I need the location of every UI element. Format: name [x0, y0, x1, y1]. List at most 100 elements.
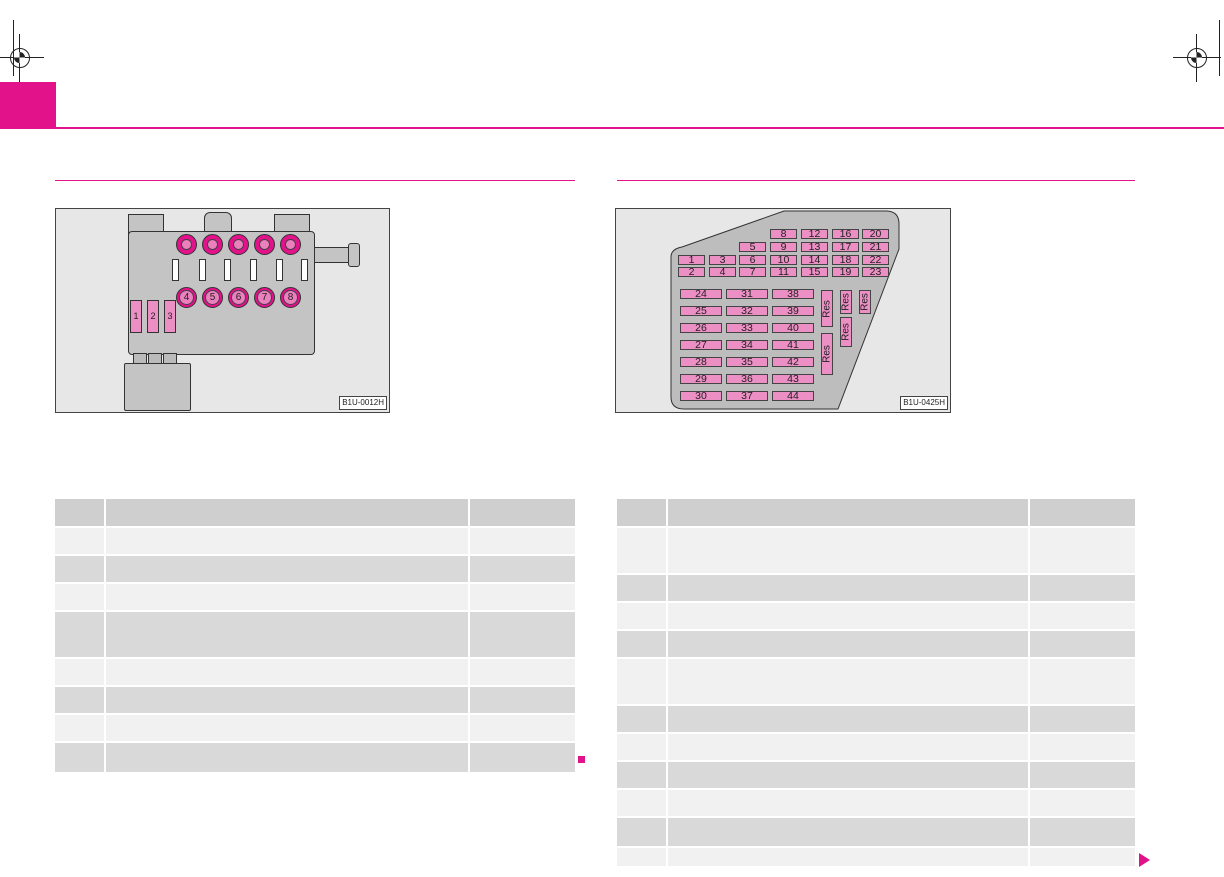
table-row	[617, 602, 1135, 631]
fuse-41: 41	[772, 340, 814, 350]
fuse-32: 32	[726, 306, 768, 316]
fuse-33: 33	[726, 323, 768, 333]
fuse-9: 9	[770, 242, 797, 252]
fuse-17: 17	[832, 242, 859, 252]
connector-plug	[124, 363, 191, 411]
relay-assignment-table	[55, 499, 575, 774]
fuse-5: 5	[739, 242, 766, 252]
table-row	[617, 817, 1135, 848]
fuse-10: 10	[770, 255, 797, 265]
fuse-29: 29	[680, 374, 722, 384]
table-row	[55, 611, 575, 659]
fuse-2: 2	[678, 267, 705, 277]
fuse-28: 28	[680, 357, 722, 367]
figure-code: B1U-0425H	[900, 396, 948, 410]
reserve-fuse-5: Res	[859, 290, 871, 314]
mini-fuse-3: 3	[164, 300, 176, 333]
table-header-row	[617, 499, 1135, 528]
fuse-6: 6	[739, 255, 766, 265]
table-row	[55, 555, 575, 584]
fuse-15: 15	[801, 267, 828, 277]
fuse-21: 21	[862, 242, 889, 252]
registration-mark-left-icon	[0, 34, 44, 82]
relay-7: 7	[254, 287, 275, 308]
fuse-34: 34	[726, 340, 768, 350]
fuse-3: 3	[709, 255, 736, 265]
relay-6: 6	[228, 287, 249, 308]
fuse-22: 22	[862, 255, 889, 265]
relay-top-5	[280, 234, 301, 255]
fuse-26: 26	[680, 323, 722, 333]
fuse-42: 42	[772, 357, 814, 367]
fuse-36: 36	[726, 374, 768, 384]
table-row	[55, 583, 575, 612]
table-row	[617, 705, 1135, 734]
table-row	[55, 714, 575, 743]
fuse-37: 37	[726, 391, 768, 401]
table-row	[55, 658, 575, 687]
fuse-12: 12	[801, 229, 828, 239]
reserve-fuse-2: Res	[821, 333, 833, 375]
table-row	[617, 527, 1135, 575]
table-header-row	[55, 499, 575, 528]
fuse-1: 1	[678, 255, 705, 265]
relay-8: 8	[280, 287, 301, 308]
figure-code: B1U-0012H	[339, 396, 387, 410]
table-row	[617, 789, 1135, 818]
fuse-box-figure: 1 2 3 4 5 6 7 8 9 10 11 12 13 14 15 16 1…	[615, 208, 951, 413]
relay-4: 4	[176, 287, 197, 308]
fuse-16: 16	[832, 229, 859, 239]
table-row	[55, 742, 575, 774]
table-row	[617, 630, 1135, 659]
left-section-rule	[55, 180, 575, 181]
fuse-18: 18	[832, 255, 859, 265]
table-row	[617, 847, 1135, 868]
fuse-35: 35	[726, 357, 768, 367]
fuse-13: 13	[801, 242, 828, 252]
relay-block-figure: 4 5 6 7 8 1 2 3 B1U-0012H	[55, 208, 390, 413]
reserve-fuse-1: Res	[821, 290, 833, 327]
table-row	[55, 527, 575, 556]
registration-mark-right-icon	[1173, 34, 1221, 82]
reserve-fuse-4: Res	[840, 317, 852, 347]
table-row	[617, 761, 1135, 790]
triangle-right-icon[interactable]	[1139, 853, 1150, 867]
reserve-fuse-3: Res	[840, 290, 852, 314]
table-row	[617, 658, 1135, 706]
header-rule	[0, 127, 1224, 129]
trim-line-left	[13, 20, 14, 76]
fuse-7: 7	[739, 267, 766, 277]
table-row	[617, 574, 1135, 603]
fuse-27: 27	[680, 340, 722, 350]
fuse-43: 43	[772, 374, 814, 384]
chapter-tab	[0, 82, 56, 128]
fuse-20: 20	[862, 229, 889, 239]
fuse-19: 19	[832, 267, 859, 277]
mini-fuse-1: 1	[130, 300, 142, 333]
relay-5: 5	[202, 287, 223, 308]
fuse-4: 4	[709, 267, 736, 277]
fuse-44: 44	[772, 391, 814, 401]
relay-top-2	[202, 234, 223, 255]
fuse-39: 39	[772, 306, 814, 316]
fuse-31: 31	[726, 289, 768, 299]
fuse-24: 24	[680, 289, 722, 299]
trim-line-right	[1219, 20, 1220, 76]
mini-fuse-2: 2	[147, 300, 159, 333]
relay-top-1	[176, 234, 197, 255]
fuse-23: 23	[862, 267, 889, 277]
table-row	[617, 733, 1135, 762]
fuse-40: 40	[772, 323, 814, 333]
fuse-25: 25	[680, 306, 722, 316]
fuse-8: 8	[770, 229, 797, 239]
fuse-11: 11	[770, 267, 797, 277]
fuse-30: 30	[680, 391, 722, 401]
fuse-assignment-table	[617, 499, 1135, 868]
relay-top-3	[228, 234, 249, 255]
square-end-icon	[578, 756, 585, 763]
fuse-14: 14	[801, 255, 828, 265]
table-row	[55, 686, 575, 715]
relay-top-4	[254, 234, 275, 255]
fuse-38: 38	[772, 289, 814, 299]
right-section-rule	[617, 180, 1135, 181]
